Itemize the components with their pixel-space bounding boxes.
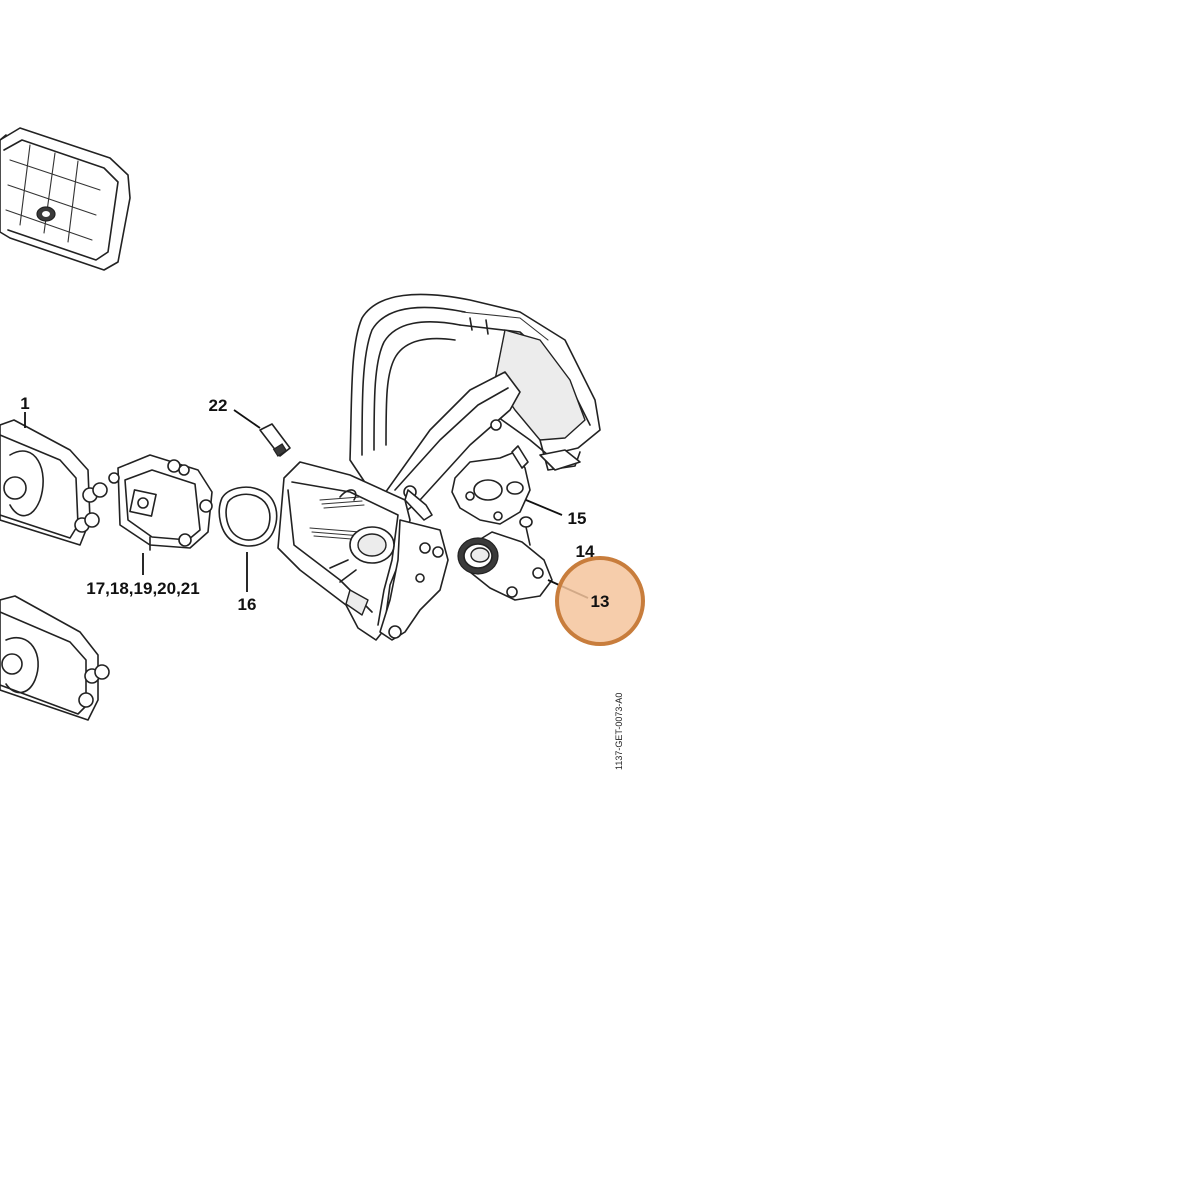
rear-handle-housing xyxy=(349,293,601,521)
gasket-16 xyxy=(218,486,278,547)
callout-14: 14 xyxy=(576,542,595,561)
callout-16: 16 xyxy=(238,595,257,614)
callout-17-21: 17,18,19,20,21 xyxy=(86,579,199,598)
mounting-plate xyxy=(277,461,449,641)
callout-13: 13 xyxy=(591,592,610,611)
highlight-circle xyxy=(555,556,645,646)
callout-22: 22 xyxy=(209,396,228,415)
callout-1: 1 xyxy=(20,394,29,413)
gasket-15 xyxy=(451,445,531,525)
nozzle-22 xyxy=(259,423,291,457)
screw-14 xyxy=(519,516,533,546)
part-1-filter-base xyxy=(0,419,108,546)
carburetor xyxy=(108,454,213,551)
callout-15: 15 xyxy=(568,509,587,528)
intake-manifold-13 xyxy=(457,531,553,601)
lower-filter-housing xyxy=(0,595,110,721)
reference-code: 1137-GET-0073-A0 xyxy=(614,693,624,770)
air-filter-cover xyxy=(0,127,131,271)
